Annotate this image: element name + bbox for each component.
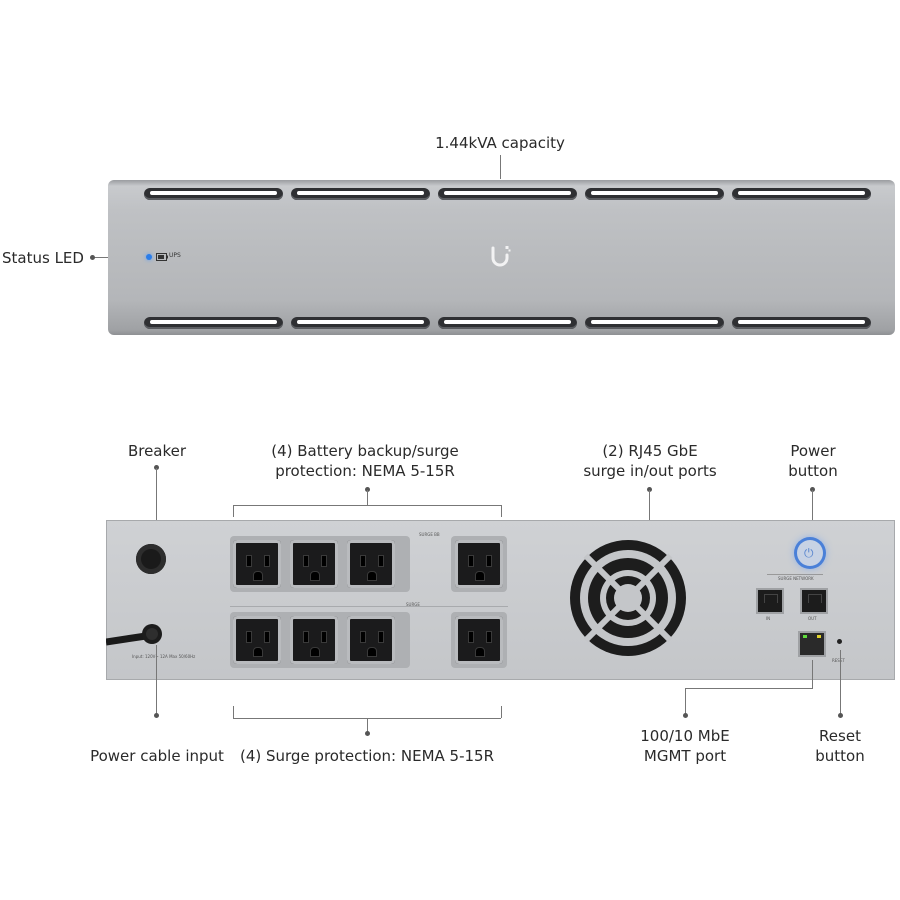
rj45-in-port[interactable] bbox=[756, 588, 784, 614]
mgmt-leader-v bbox=[812, 660, 813, 688]
port-out-label: OUT bbox=[808, 616, 817, 621]
battery-outlets-callout-line2: protection: NEMA 5-15R bbox=[275, 462, 455, 480]
surge-outlet-3[interactable] bbox=[347, 616, 395, 664]
reset-callout-line1: Reset bbox=[819, 727, 861, 745]
vent-slot bbox=[144, 188, 283, 200]
surge-outlet-2[interactable] bbox=[290, 616, 338, 664]
surge-outlets-callout: (4) Surge protection: NEMA 5-15R bbox=[239, 747, 495, 765]
ups-front-view: UPS bbox=[108, 180, 895, 335]
status-led-leader-dot bbox=[90, 255, 95, 260]
power-button-callout-line1: Power bbox=[790, 442, 836, 460]
reset-small-label: RESET bbox=[832, 658, 845, 663]
vent-slot bbox=[585, 317, 724, 329]
mgmt-leader-h bbox=[685, 688, 813, 689]
mgmt-port[interactable] bbox=[798, 631, 826, 657]
power-icon: ⏻ bbox=[804, 546, 814, 560]
breaker-callout: Breaker bbox=[127, 442, 187, 460]
capacity-callout: 1.44kVA capacity bbox=[435, 134, 565, 152]
battery-outlets-callout-line1: (4) Battery backup/surge bbox=[271, 442, 459, 460]
front-chassis bbox=[108, 180, 895, 335]
battery-outlets-bracket bbox=[233, 505, 501, 506]
vent-slot bbox=[144, 317, 283, 329]
battery-outlet-4[interactable] bbox=[455, 540, 503, 588]
power-cable-callout: Power cable input bbox=[90, 747, 224, 765]
battery-outlets-bracket-left bbox=[233, 505, 234, 517]
fan-grille-icon bbox=[570, 540, 686, 656]
mgmt-callout-line2: MGMT port bbox=[643, 747, 727, 765]
reset-callout-line2: button bbox=[815, 747, 865, 765]
vent-slot bbox=[438, 317, 577, 329]
surge-network-bracket bbox=[767, 574, 823, 575]
battery-outlets-bracket-right bbox=[501, 505, 502, 517]
mgmt-leader-dot bbox=[683, 713, 688, 718]
reset-leader bbox=[840, 650, 841, 714]
breaker-leader-dot bbox=[154, 465, 159, 470]
top-vent-row bbox=[140, 188, 875, 200]
reset-leader-dot bbox=[838, 713, 843, 718]
power-button-leader bbox=[812, 490, 813, 538]
port-in-label: IN bbox=[766, 616, 771, 621]
rj45-out-port[interactable] bbox=[800, 588, 828, 614]
surge-bb-label: SURGE BB bbox=[419, 532, 440, 537]
vent-slot bbox=[291, 317, 430, 329]
power-cable-leader bbox=[156, 645, 157, 715]
input-rating-label: Input: 120V~ 12A Max 50/60Hz bbox=[132, 654, 196, 659]
ups-rear-view: Input: 120V~ 12A Max 50/60Hz SURGE BB SU… bbox=[106, 520, 895, 680]
vent-slot bbox=[732, 317, 871, 329]
battery-outlet-3[interactable] bbox=[347, 540, 395, 588]
surge-outlets-bracket-left bbox=[233, 706, 234, 718]
reset-button[interactable] bbox=[837, 639, 842, 644]
power-button-callout-line2: button bbox=[788, 462, 838, 480]
surge-network-label: SURGE NETWORK bbox=[778, 576, 814, 581]
vent-slot bbox=[585, 188, 724, 200]
battery-icon bbox=[156, 253, 168, 261]
battery-outlets-leader bbox=[367, 490, 368, 505]
rj45-callout-line2: surge in/out ports bbox=[583, 462, 717, 480]
battery-outlet-1[interactable] bbox=[233, 540, 281, 588]
surge-outlet-4[interactable] bbox=[455, 616, 503, 664]
power-cable-icon bbox=[106, 624, 162, 646]
power-cable-leader-dot bbox=[154, 713, 159, 718]
power-button[interactable]: ⏻ bbox=[797, 540, 823, 566]
battery-outlets-leader-dot bbox=[365, 487, 370, 492]
surge-outlets-leader bbox=[367, 718, 368, 732]
surge-outlets-bracket-right bbox=[501, 706, 502, 718]
vent-slot bbox=[732, 188, 871, 200]
status-led-callout: Status LED bbox=[2, 249, 84, 267]
status-led bbox=[146, 254, 152, 260]
vent-slot bbox=[291, 188, 430, 200]
power-button-leader-dot bbox=[810, 487, 815, 492]
vent-slot bbox=[438, 188, 577, 200]
breaker-switch[interactable] bbox=[136, 544, 166, 574]
ubiquiti-logo-icon bbox=[491, 246, 511, 267]
rj45-callout-line1: (2) RJ45 GbE bbox=[602, 442, 698, 460]
surge-outlets-leader-dot bbox=[365, 731, 370, 736]
rj45-leader-v bbox=[649, 490, 650, 536]
rj45-leader-dot bbox=[647, 487, 652, 492]
battery-outlet-2[interactable] bbox=[290, 540, 338, 588]
outlet-divider bbox=[230, 606, 508, 607]
breaker-leader bbox=[156, 468, 157, 544]
mgmt-callout-line1: 100/10 MbE bbox=[640, 727, 730, 745]
surge-outlet-1[interactable] bbox=[233, 616, 281, 664]
ups-badge: UPS bbox=[169, 252, 181, 259]
surge-label: SURGE bbox=[406, 602, 420, 607]
mgmt-leader-drop bbox=[685, 688, 686, 714]
capacity-leader bbox=[500, 155, 501, 179]
bottom-vent-row bbox=[140, 317, 875, 329]
